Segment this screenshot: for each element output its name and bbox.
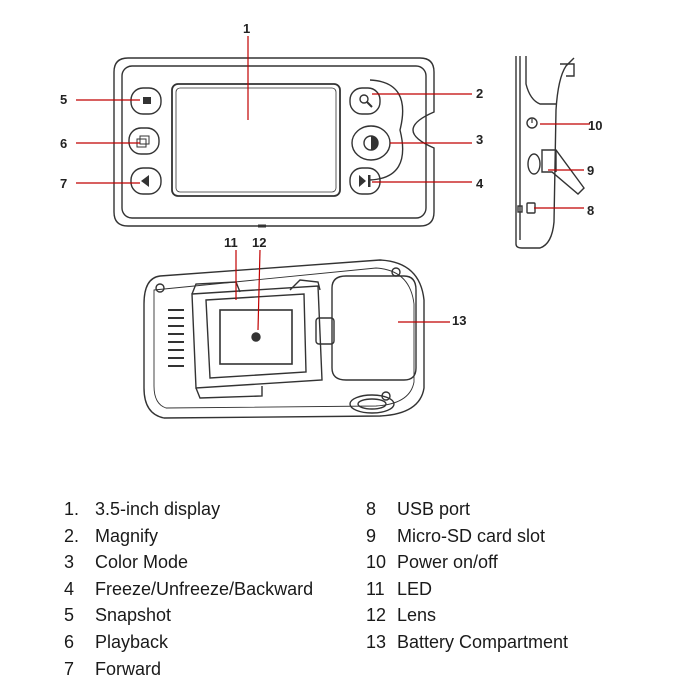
legend-label: Freeze/Unfreeze/Backward [95, 578, 314, 599]
snapshot-button [130, 87, 162, 115]
legend-item: 11 LED [366, 576, 568, 603]
power-button [526, 117, 538, 129]
legend-number: 2. [64, 525, 80, 546]
freeze-button [349, 167, 381, 195]
vent-slots [168, 309, 184, 367]
legend-number: 9 [366, 525, 377, 546]
legend-column-left: 1. 3.5-inch display 2. Magnify 3 Color Mode… [64, 496, 313, 682]
legend-column-right: 8 USB port 9 Micro-SD card slot 10 Power on… [366, 496, 568, 656]
leader-lines [76, 36, 590, 331]
legend-label: Battery Compartment [397, 631, 569, 652]
side-view [515, 56, 585, 249]
legend-label: Playback [95, 631, 169, 652]
legend-number: 8 [366, 499, 377, 519]
legend-label: LED [397, 578, 433, 599]
legend-label: 3.5-inch display [95, 499, 221, 519]
legend-label: Magnify [95, 525, 159, 546]
legend-item: 8 USB port [366, 496, 568, 523]
battery-compartment [331, 275, 417, 381]
callout-3: 3 [476, 132, 483, 147]
parts-legend: 1. 3.5-inch display 2. Magnify 3 Color Mode… [0, 496, 686, 686]
legend-label: Lens [397, 605, 437, 626]
callout-13: 13 [452, 313, 466, 328]
legend-item: 13 Battery Compartment [366, 629, 568, 656]
legend-number: 6 [64, 631, 75, 652]
legend-number: 5 [64, 605, 75, 626]
legend-number: 13 [366, 631, 387, 652]
legend-number: 12 [366, 605, 387, 626]
legend-label: Micro-SD card slot [397, 525, 546, 546]
legend-item: 3 Color Mode [64, 549, 313, 576]
callout-12: 12 [252, 235, 266, 250]
callout-5: 5 [60, 92, 67, 107]
legend-number: 4 [64, 578, 75, 599]
front-view [113, 57, 435, 228]
front-body-outline [113, 57, 435, 227]
legend-label: Snapshot [95, 605, 172, 626]
legend-label: Forward [95, 658, 162, 679]
usb-port [526, 202, 536, 214]
legend-item: 2. Magnify [64, 523, 313, 550]
back-body-outline [143, 259, 425, 419]
device-diagram: 1 2 3 4 5 6 7 8 9 10 11 12 13 [60, 21, 602, 419]
callout-11: 11 [224, 235, 238, 250]
legend-item: 5 Snapshot [64, 602, 313, 629]
legend-number: 1. [64, 499, 80, 519]
back-view [143, 259, 425, 419]
side-body-outline [515, 56, 575, 249]
micro-sd-slot [527, 153, 541, 175]
callout-8: 8 [587, 203, 594, 218]
lens-plate [219, 309, 293, 365]
callout-9: 9 [587, 163, 594, 178]
callout-10: 10 [588, 118, 602, 133]
legend-label: USB port [397, 499, 471, 519]
legend-label: Power on/off [397, 552, 498, 573]
legend-number: 7 [64, 658, 75, 679]
callout-numbers: 1 2 3 4 5 6 7 8 9 10 11 12 13 [60, 21, 602, 328]
legend-item: 1. 3.5-inch display [64, 496, 313, 523]
legend-item: 6 Playback [64, 629, 313, 656]
legend-item: 4 Freeze/Unfreeze/Backward [64, 576, 313, 603]
lens-stand [191, 285, 323, 389]
display-screen [171, 83, 341, 197]
callout-2: 2 [476, 86, 483, 101]
callout-1: 1 [243, 21, 250, 36]
front-side-bulge [369, 79, 404, 181]
playback-button [128, 127, 160, 155]
callout-6: 6 [60, 136, 67, 151]
callout-7: 7 [60, 176, 67, 191]
callout-4: 4 [476, 176, 484, 191]
legend-number: 10 [366, 552, 387, 573]
magnify-button [349, 87, 381, 115]
forward-button [130, 167, 162, 195]
display-screen-inner [175, 87, 337, 193]
legend-number: 11 [366, 578, 385, 599]
legend-item: 7 Forward [64, 656, 313, 683]
legend-item: 12 Lens [366, 602, 568, 629]
legend-item: 9 Micro-SD card slot [366, 523, 568, 550]
lens [251, 332, 261, 342]
legend-label: Color Mode [95, 552, 189, 573]
legend-item: 10 Power on/off [366, 549, 568, 576]
legend-number: 3 [64, 552, 75, 573]
front-bezel [121, 65, 427, 219]
